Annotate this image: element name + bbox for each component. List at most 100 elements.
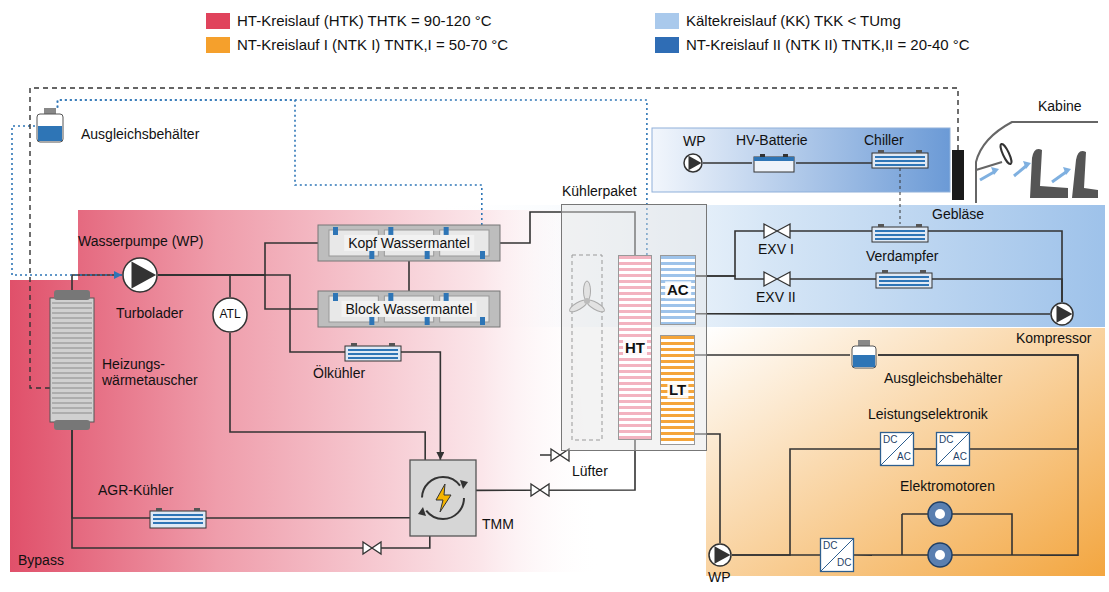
tmm-body	[410, 460, 476, 536]
node-label: Kompressor	[1016, 330, 1091, 346]
node-label: Wasserpumpe (WP)	[78, 233, 204, 249]
hx-fin	[52, 378, 92, 379]
node-label: WP	[683, 133, 706, 149]
tank-body	[37, 114, 63, 142]
coolant-line	[12, 126, 122, 275]
hx-fin	[52, 413, 92, 414]
node-shape	[972, 98, 1102, 205]
motor-shaft	[935, 509, 945, 519]
dc-converter: DCDC	[820, 538, 854, 572]
hx-port	[194, 508, 200, 511]
motor	[928, 543, 952, 567]
coolant-port	[444, 293, 449, 301]
oil-cooler: Ölkühler	[345, 343, 401, 361]
hx-fin	[52, 303, 92, 304]
hx-fin	[52, 338, 92, 339]
legend-text: NT-Kreislauf I (NTK I) TNTK,I = 50-70 °C	[237, 36, 508, 53]
hx-fin	[52, 318, 92, 319]
converter-divider	[820, 538, 854, 572]
coolant-line	[158, 275, 230, 297]
converter-box	[821, 539, 854, 572]
node-label: Block Wassermantel	[341, 301, 476, 317]
node-label: TMM	[482, 516, 514, 532]
pump-triangle	[715, 546, 731, 564]
tank-body	[852, 346, 876, 368]
arrow-head	[418, 507, 426, 516]
coolant-line	[932, 279, 1062, 302]
node-label: Kühlerpaket	[562, 183, 637, 199]
compressor: Kompressor	[1050, 302, 1074, 326]
motor	[928, 502, 952, 526]
hx-port	[389, 343, 395, 346]
node-label: Chiller	[864, 132, 904, 148]
node-shape	[1050, 302, 1074, 326]
pipe-stub	[540, 454, 551, 456]
hx-body	[345, 346, 401, 361]
legend-item: NT-Kreislauf II (NTK II) TNTK,II = 20-40…	[655, 36, 970, 53]
coolant-line	[58, 100, 482, 225]
hx-fin	[52, 313, 92, 314]
node-label: AC	[953, 451, 967, 463]
battery-body	[754, 157, 794, 172]
fan-hub	[584, 298, 590, 304]
jacket-body	[318, 225, 500, 261]
node-label: DC	[939, 434, 953, 446]
hx-core	[50, 298, 94, 422]
node-label: AGR-Kühler	[98, 482, 173, 498]
hx-fin	[875, 238, 925, 240]
node-shape	[876, 270, 932, 288]
hx-body	[872, 153, 928, 168]
coolant-port	[388, 227, 393, 235]
coolant-port	[480, 251, 485, 259]
node-label: ATL	[219, 308, 240, 322]
node-label: AC	[665, 281, 691, 298]
seat	[1030, 149, 1068, 198]
hx-fin	[52, 368, 92, 369]
radiator-package: KühlerpaketLüfterHTACLT	[562, 205, 706, 450]
hx-fin	[875, 164, 925, 166]
coolant-line	[401, 352, 440, 460]
coolant-line	[695, 434, 720, 543]
coolant-line	[158, 275, 345, 352]
hx-fin	[52, 398, 92, 399]
hx-fin	[52, 328, 92, 329]
converter-divider	[936, 432, 970, 466]
node-shape	[572, 255, 602, 440]
hx-fin	[875, 156, 925, 158]
node-label: DC	[883, 434, 897, 446]
heat-exchanger	[876, 270, 932, 288]
hx-fin	[52, 403, 92, 404]
tank-water	[853, 355, 875, 367]
hx-body	[876, 273, 932, 288]
hx-port	[156, 508, 162, 511]
legend-item: HT-Kreislauf (HTK) THTK = 90-120 °C	[206, 12, 492, 29]
legend-swatch	[655, 37, 679, 53]
pump-casing	[123, 258, 157, 292]
pump-casing	[684, 154, 702, 172]
hx-fin	[875, 230, 925, 232]
hx-fin	[52, 388, 92, 389]
air-flow	[1052, 172, 1066, 182]
hx-fin	[52, 358, 92, 359]
hx-fin	[52, 353, 92, 354]
node-label: HT	[623, 339, 647, 356]
turbo-casing	[213, 298, 247, 332]
hx-fin	[52, 348, 92, 349]
converter-divider	[880, 432, 914, 466]
water-pump: WP	[683, 153, 703, 173]
arrow-head	[460, 480, 468, 489]
hx-port	[920, 270, 926, 273]
thermal-module: TMM	[410, 460, 476, 536]
node-label: HV-Batterie	[736, 132, 808, 148]
pump-triangle	[689, 156, 702, 170]
air-flow	[1014, 166, 1026, 176]
hx-fin	[879, 276, 929, 278]
coolant-line	[72, 275, 122, 290]
coolant-line	[695, 354, 850, 356]
legend-item: NT-Kreislauf I (NTK I) TNTK,I = 50-70 °C	[206, 36, 508, 53]
node-shape	[122, 257, 158, 293]
hx-fin	[52, 343, 92, 344]
